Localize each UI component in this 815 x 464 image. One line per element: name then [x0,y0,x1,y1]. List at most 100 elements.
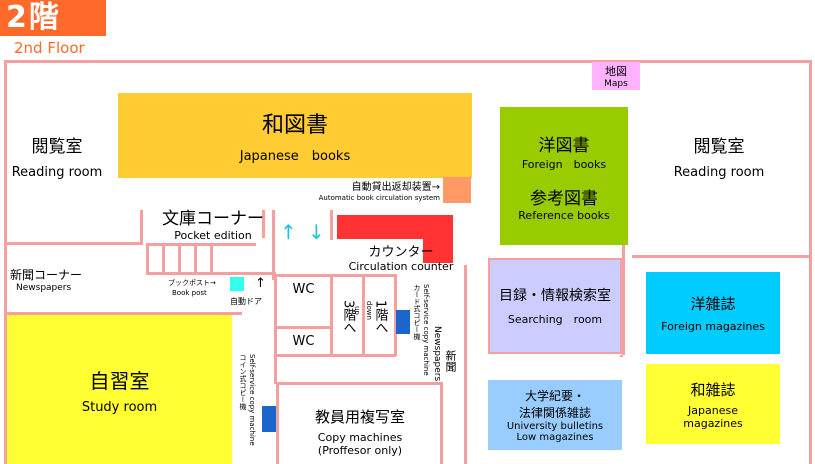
auto-door-arrow: ↑ [255,276,266,291]
staff-copy-jp: 教員用複写室 [314,407,405,426]
foreign-books-jp: 洋図書 [538,135,590,156]
wall-right-divider [632,255,812,258]
wall-stairs [394,274,397,356]
maps-label-jp: 地図 [605,65,627,78]
counter-desk-side [423,215,453,263]
coin-copier-box [262,406,276,432]
wall-wc-block [330,274,333,356]
wall-corridor [330,210,333,240]
wc-lower-label: WC [292,334,315,349]
wall-staff-copy [276,382,442,385]
wall-outer-right [809,60,812,464]
card-copier-jp: カード式コピー機 [413,284,421,340]
japanese-magazines-jp: 和雑誌 [690,380,736,399]
book-post-en: Book post [172,289,207,297]
stairs-down-en-wrap: down [364,290,374,330]
bulletins-jp2: 法律関係雑誌 [518,406,591,420]
searching-room-en: Searching room [507,313,603,326]
newspapers-vertical-en: Newspapers [432,326,442,382]
newspapers-corner-jp: 新聞コーナー [10,268,83,282]
wall-pocket-top [140,210,143,245]
bulletins-area: 大学紀要・ 法律関係雑誌 University bulletins Low ma… [488,380,622,450]
coin-copier-jp: コイン式コピー機 [239,354,247,410]
pocket-edition-jp: 文庫コーナー [162,209,264,229]
auto-door-label: 自動ドア [230,297,262,306]
stairs-up-en-wrap: up [352,290,362,330]
japanese-books-area: 和図書 Japanese books [118,93,472,178]
entrance-down-arrow: ↓ [308,220,325,244]
stairs-down: 1階へ [370,282,390,352]
stairs-up: 3階へ [336,282,360,352]
wall-corridor [272,210,275,280]
wall-pocket-box [146,272,276,275]
japanese-magazines-en2: magazines [683,416,743,430]
wall-wc-block [274,274,277,384]
searching-room-jp: 目録・情報検索室 [499,288,611,304]
entrance-up-arrow: ↑ [280,220,297,244]
card-copier-en: Self-service copy machine [422,284,430,376]
study-room: 自習室 Study room [7,315,232,464]
auto-circulation-en: Automatic book circulation system [318,194,440,202]
reference-books-jp: 参考図書 [530,188,598,209]
foreign-books-en: Foreign books [521,157,607,171]
wc-upper-label: WC [292,281,315,297]
card-copier-box [396,310,410,334]
japanese-magazines-en1: Japanese [688,403,738,417]
wall-pocket-box [210,243,213,273]
wall-pocket-box [194,243,197,273]
wc-lower: WC [277,329,330,354]
wall-wc-block [274,354,332,357]
pocket-edition-label: 文庫コーナー Pocket edition [150,205,276,242]
japanese-magazines: 和雑誌 Japanese magazines [646,364,780,444]
foreign-magazines: 洋雑誌 Foreign magazines [646,272,780,354]
wall-pocket-box [146,243,256,246]
stairs-down-jp: 1階へ [372,299,388,335]
pocket-edition-en: Pocket edition [174,229,252,242]
bulletins-en2: Low magazines [516,432,594,443]
study-room-jp: 自習室 [89,368,150,393]
staff-copy-en2: (Proffesor only) [317,443,403,457]
wall-stairs [362,274,365,356]
searching-room: 目録・情報検索室 Searching room [488,258,622,354]
bulletins-en1: University bulletins [506,421,604,432]
book-post-label: ブックポスト→ Book post [168,278,230,298]
reading-room-left-jp: 閲覧室 [31,137,83,157]
card-copier-label: カード式コピー機 Self-service copy machine [412,284,430,384]
foreign-magazines-jp: 洋雑誌 [690,295,736,313]
reference-books-en: Reference books [518,208,610,222]
coin-copier-en: Self-service copy machine [248,354,256,446]
newspapers-vertical: Newspapers 新聞 [432,326,458,416]
reading-room-left: 閲覧室 Reading room [8,128,106,184]
counter-jp: カウンター [368,245,434,260]
bulletins-jp1: 大学紀要・ [524,389,585,403]
counter-en: Circulation counter [348,260,454,273]
newspapers-corner-en: Newspapers [16,283,72,293]
wall-staff-copy [440,382,443,464]
japanese-books-en: Japanese books [239,149,351,164]
auto-circulation-jp: 自動貸出返却装置→ [351,182,440,193]
wall-left-mid [4,242,142,245]
stairs-down-en: down [365,300,373,320]
foreign-magazines-en: Foreign magazines [661,320,765,333]
book-post-jp: ブックポスト→ [168,279,216,287]
foreign-books-area: 洋図書 Foreign books 参考図書 Reference books [500,107,628,245]
wall-right-divider [622,245,625,355]
newspapers-corner: 新聞コーナー Newspapers [10,266,106,293]
coin-copier-label: コイン式コピー機 Self-service copy machine [238,354,256,458]
counter-label: カウンター Circulation counter [338,240,464,274]
wall-wc-block [274,326,332,329]
floor-title: 2階 [0,0,106,36]
wall-right-divider [464,265,467,464]
reading-room-right: 閲覧室 Reading room [664,128,774,184]
stairs-up-en: up [353,305,361,315]
japanese-books-jp: 和図書 [261,113,328,138]
wall-outer-left [4,60,7,464]
wall-pocket-box [178,243,181,273]
staff-copy-room: 教員用複写室 Copy machines (Proffesor only) [280,400,440,462]
wall-outer-top [4,60,812,63]
auto-circulation-label: 自動貸出返却装置→ Automatic book circulation sys… [288,182,440,204]
floor-subtitle: 2nd Floor [14,39,85,57]
reading-room-right-jp: 閲覧室 [693,137,745,157]
maps-area: 地図 Maps [592,62,640,90]
wall-pocket-box [162,243,165,273]
